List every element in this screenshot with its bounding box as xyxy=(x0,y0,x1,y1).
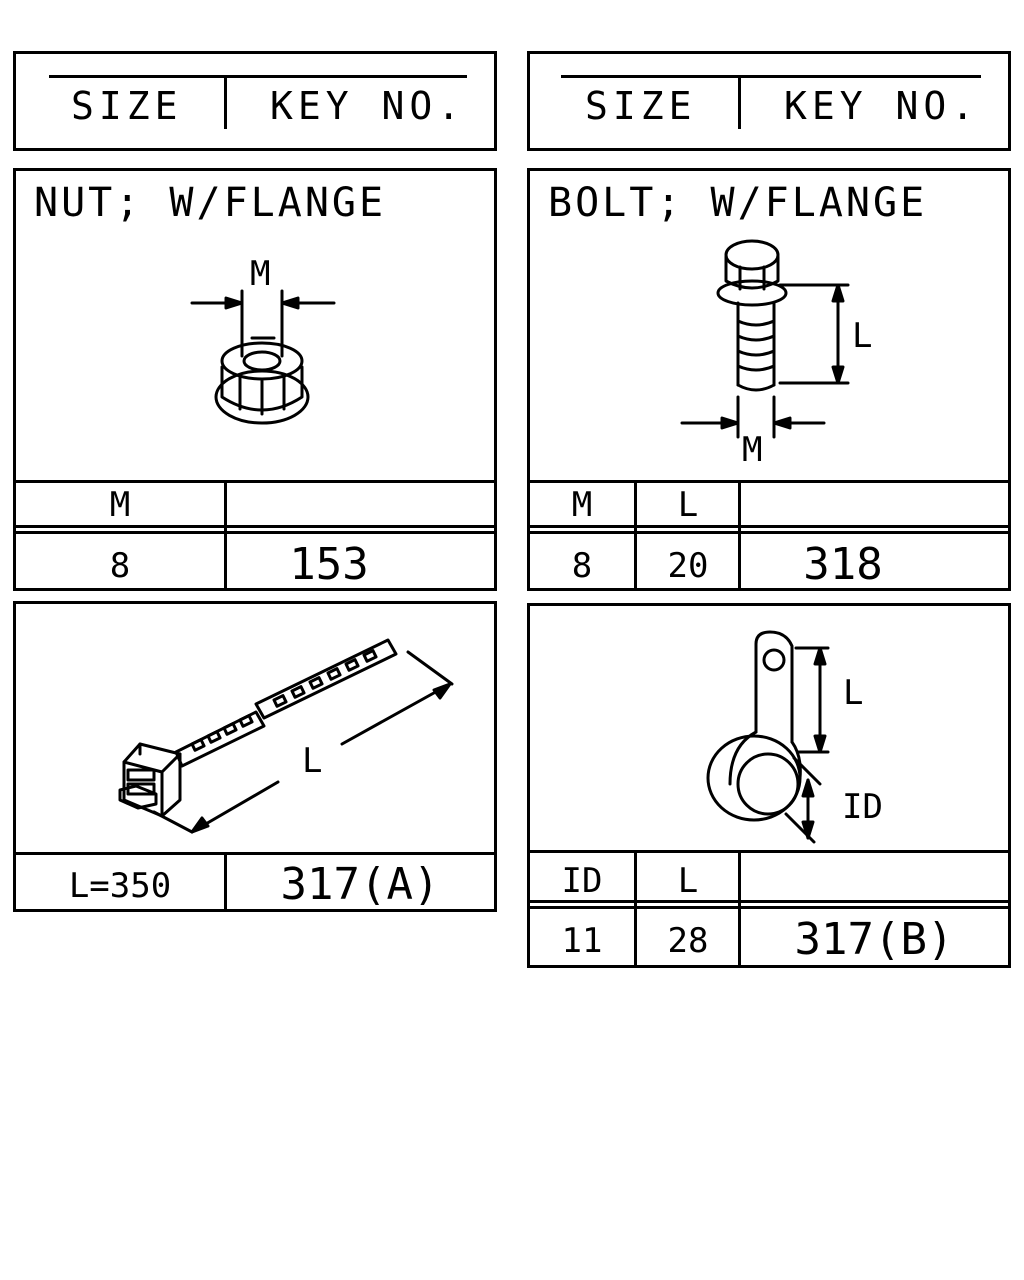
tie-panel: L L=350 317(A) xyxy=(13,601,497,912)
clamp-key-no: 317(B) xyxy=(794,914,954,965)
tie-key-no: 317(A) xyxy=(280,859,440,910)
cable-tie-icon xyxy=(118,638,454,834)
clamp-col-id: ID xyxy=(561,861,603,901)
flange-nut-icon xyxy=(190,289,336,425)
table-rule xyxy=(16,531,494,534)
bolt-col-l: L xyxy=(677,485,699,525)
table-divider xyxy=(224,852,227,912)
header-right: SIZE KEY NO. xyxy=(527,51,1011,151)
table-divider xyxy=(224,480,227,591)
header-rule xyxy=(561,75,981,78)
nut-val-m: 8 xyxy=(109,546,131,586)
key-no-header: KEY NO. xyxy=(270,84,466,128)
table-rule xyxy=(16,480,494,483)
header-divider xyxy=(738,75,741,129)
pipe-clamp-icon xyxy=(706,630,830,844)
table-rule xyxy=(530,900,1008,903)
table-divider xyxy=(634,480,637,591)
bolt-title: BOLT; W/FLANGE xyxy=(548,180,928,226)
table-rule xyxy=(530,906,1008,909)
clamp-col-l: L xyxy=(677,861,699,901)
table-divider xyxy=(634,850,637,968)
header-rule xyxy=(49,75,467,78)
table-divider xyxy=(738,480,741,591)
table-rule xyxy=(530,525,1008,528)
table-rule xyxy=(16,525,494,528)
flange-bolt-icon xyxy=(680,239,850,439)
table-rule xyxy=(530,850,1008,853)
tie-dim-label: L xyxy=(302,741,323,781)
clamp-length-label: L xyxy=(843,673,864,713)
key-no-header: KEY NO. xyxy=(784,84,980,128)
size-header: SIZE xyxy=(585,84,697,128)
header-left: SIZE KEY NO. xyxy=(13,51,497,151)
header-divider xyxy=(224,75,227,129)
nut-dim-label: M xyxy=(250,254,271,294)
bolt-diameter-label: M xyxy=(742,430,763,470)
clamp-val-id: 11 xyxy=(561,921,603,961)
clamp-panel: L ID ID L 11 28 317(B) xyxy=(527,603,1011,968)
clamp-val-l: 28 xyxy=(667,921,709,961)
bolt-key-no: 318 xyxy=(803,539,883,590)
bolt-panel: BOLT; W/FLANGE L M M L 8 xyxy=(527,168,1011,591)
bolt-val-l: 20 xyxy=(667,546,709,586)
nut-title: NUT; W/FLANGE xyxy=(34,180,387,226)
tie-size-value: L=350 xyxy=(68,866,172,906)
table-rule xyxy=(530,480,1008,483)
size-header: SIZE xyxy=(71,84,183,128)
bolt-val-m: 8 xyxy=(571,546,593,586)
table-divider xyxy=(738,850,741,968)
table-rule xyxy=(530,531,1008,534)
nut-col-m: M xyxy=(109,485,131,525)
bolt-col-m: M xyxy=(571,485,593,525)
table-rule xyxy=(16,852,494,855)
nut-key-no: 153 xyxy=(289,539,369,590)
clamp-diameter-label: ID xyxy=(842,787,883,827)
bolt-length-label: L xyxy=(852,316,873,356)
nut-panel: NUT; W/FLANGE M M 8 153 xyxy=(13,168,497,591)
